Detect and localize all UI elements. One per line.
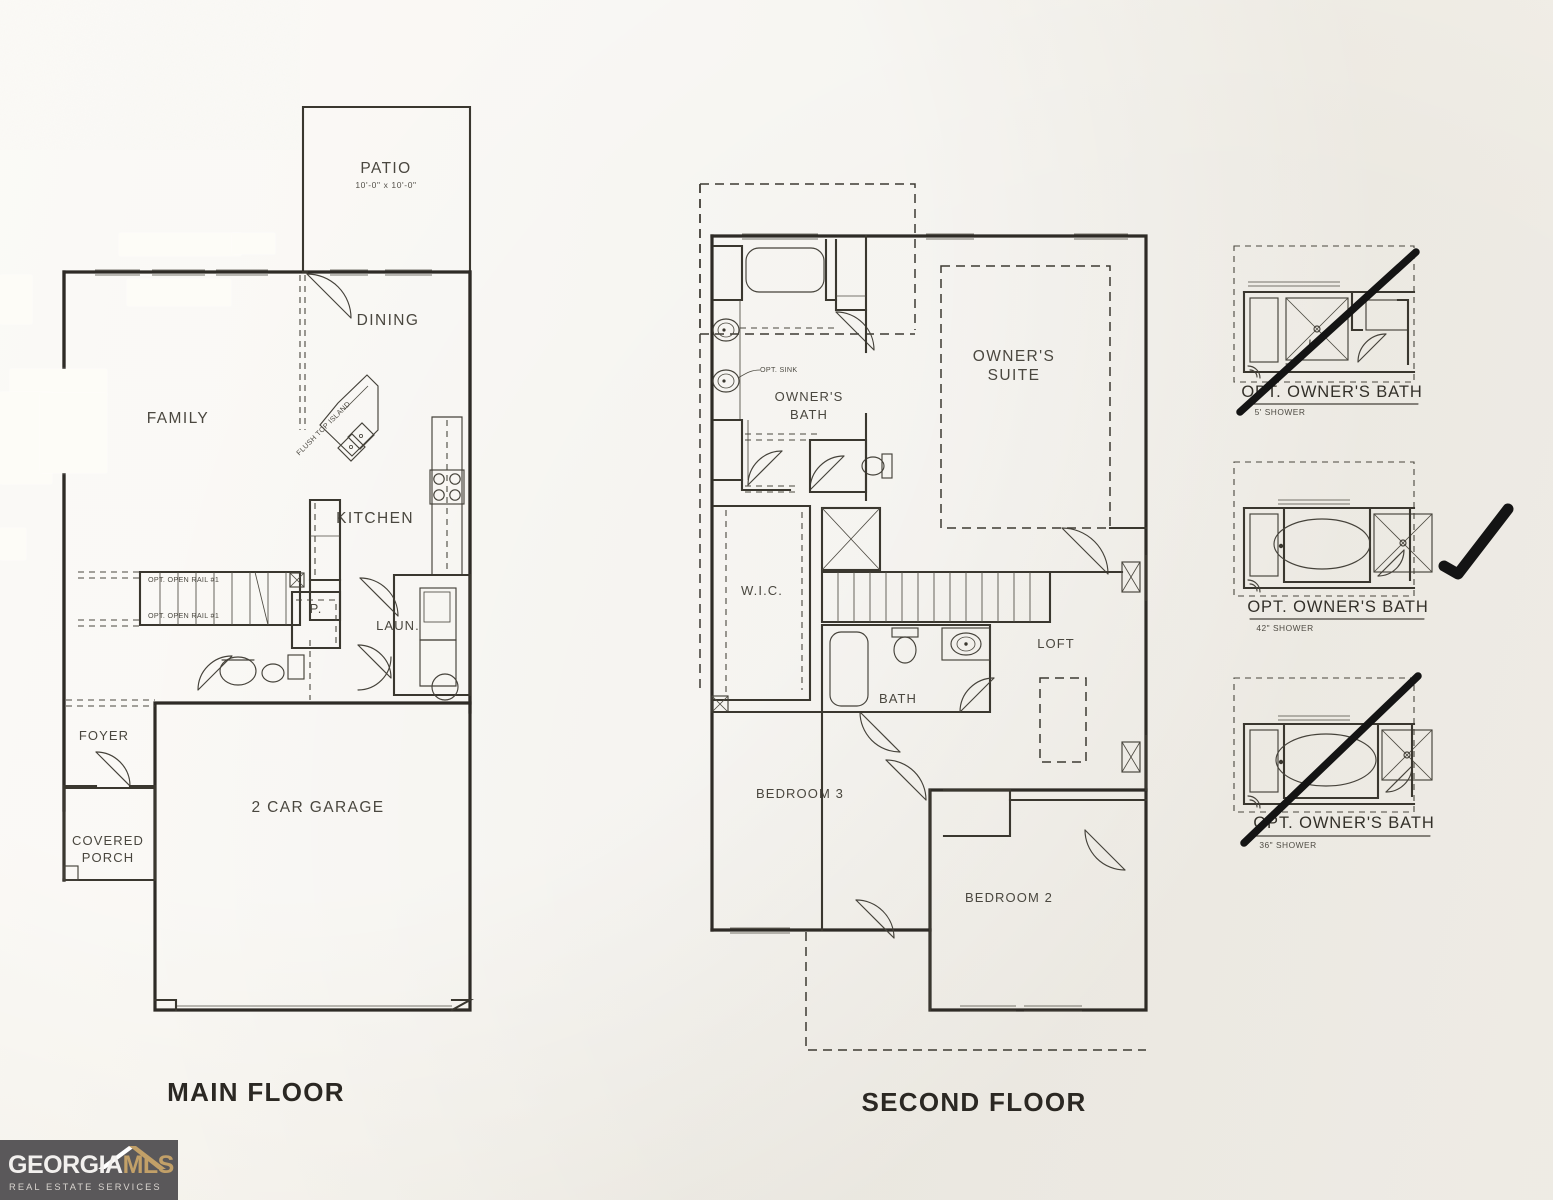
option-subtitle-36in: 36" SHOWER: [1259, 840, 1316, 850]
room-bedroom-2: BEDROOM 2: [885, 759, 1148, 1012]
main-floor-plan: PATIO 10'-0" x 10'-0": [62, 105, 475, 1107]
room-label-owners-suite-1: OWNER'S: [973, 348, 1056, 365]
room-owners-bath: OPT. SINK OWNER'S BATH: [712, 234, 893, 502]
option-title-36in: OPT. OWNER'S BATH: [1253, 814, 1434, 832]
second-floor-hall-doors: [820, 710, 901, 753]
room-wic: W.I.C.: [711, 504, 812, 713]
room-foyer: FOYER: [62, 699, 157, 788]
room-label-laundry: LAUN.: [376, 618, 420, 633]
option-subtitle-42in: 42" SHOWER: [1256, 623, 1313, 633]
correction-tape-8: [0, 528, 26, 560]
kitchen-island: FLUSH TOP ISLAND: [294, 374, 379, 462]
option-selected-checkmark: [1438, 503, 1514, 580]
room-laundry: LAUN.: [359, 573, 472, 701]
room-label-bedroom-3: BEDROOM 3: [756, 786, 844, 801]
patio-door: [301, 270, 352, 319]
option-subtitle-5ft: 5' SHOWER: [1255, 407, 1306, 417]
room-garage: 2 CAR GARAGE: [153, 799, 475, 1012]
room-loft: LOFT: [1037, 554, 1148, 792]
option-title-42in: OPT. OWNER'S BATH: [1247, 598, 1428, 616]
room-patio: PATIO 10'-0" x 10'-0": [301, 105, 472, 274]
room-label-dining: DINING: [357, 312, 420, 329]
room-label-covered-porch-1: COVERED: [72, 833, 144, 848]
second-floor-plan: OPT. SINK OWNER'S BATH OWNER'S SUITE: [699, 183, 1148, 1117]
correction-tape-4: [0, 275, 32, 324]
room-owners-suite: OWNER'S SUITE: [940, 265, 1148, 575]
loft-opening-dashed: [1039, 677, 1087, 763]
annotation-opt-sink: OPT. SINK: [760, 365, 797, 374]
watermark-brand: GEORGIAMLS: [8, 1153, 174, 1178]
second-floor-title: SECOND FLOOR: [861, 1087, 1086, 1117]
kitchen-counters: [429, 416, 465, 576]
roof-overhang-dashed-upper: [700, 183, 916, 330]
correction-tape-3: [232, 233, 275, 254]
georgia-mls-watermark: GEORGIAMLS REAL ESTATE SERVICES: [0, 1140, 178, 1200]
room-label-owners-suite-2: SUITE: [988, 367, 1041, 384]
staircase-main: OPT. OPEN RAIL #1 OPT. OPEN RAIL #1: [78, 570, 305, 627]
room-label-kitchen: KITCHEN: [336, 510, 414, 527]
room-label-family: FAMILY: [147, 410, 209, 427]
room-label-owners-bath-2: BATH: [790, 407, 828, 422]
main-floor-shell: [62, 270, 472, 1012]
lower-roof-dashed: [805, 932, 1146, 1051]
room-label-owners-bath-1: OWNER'S: [775, 389, 844, 404]
option-owners-bath-36in[interactable]: OPT. OWNER'S BATH 36" SHOWER: [1233, 672, 1435, 850]
room-bedroom-3: BEDROOM 3: [710, 710, 895, 939]
room-label-wic: W.I.C.: [741, 583, 783, 598]
room-label-garage: 2 CAR GARAGE: [251, 799, 384, 816]
room-covered-porch: COVERED PORCH: [62, 786, 157, 882]
room-label-bath: BATH: [879, 691, 917, 706]
room-label-pantry: P.: [310, 601, 323, 616]
owners-suite-tray-ceiling: [940, 265, 1111, 529]
option-owners-bath-42in[interactable]: OPT. OWNER'S BATH 42" SHOWER: [1233, 461, 1514, 633]
room-label-loft: LOFT: [1037, 636, 1075, 651]
annotation-opt-open-rail-upper: OPT. OPEN RAIL #1: [148, 575, 219, 584]
watermark-tagline: REAL ESTATE SERVICES: [9, 1182, 162, 1192]
correction-tape-7: [40, 393, 107, 473]
annotation-opt-open-rail-lower: OPT. OPEN RAIL #1: [148, 611, 219, 620]
room-label-foyer: FOYER: [79, 728, 129, 743]
room-label-covered-porch-2: PORCH: [82, 850, 134, 865]
option-owners-bath-5ft[interactable]: OPT. OWNER'S BATH 5' SHOWER: [1233, 245, 1423, 417]
room-label-bedroom-2: BEDROOM 2: [965, 890, 1053, 905]
staircase-second: [820, 570, 1124, 624]
main-floor-title: MAIN FLOOR: [167, 1077, 345, 1107]
watermark-brand-secondary: MLS: [122, 1151, 175, 1179]
room-dimension-patio: 10'-0" x 10'-0": [355, 180, 416, 190]
correction-tape-2: [127, 279, 231, 306]
correction-tape-1: [119, 233, 241, 256]
room-bath: BATH: [820, 623, 995, 714]
linen-closet: [820, 506, 882, 572]
watermark-brand-primary: GEORGIA: [8, 1151, 123, 1179]
room-label-patio: PATIO: [360, 160, 411, 177]
